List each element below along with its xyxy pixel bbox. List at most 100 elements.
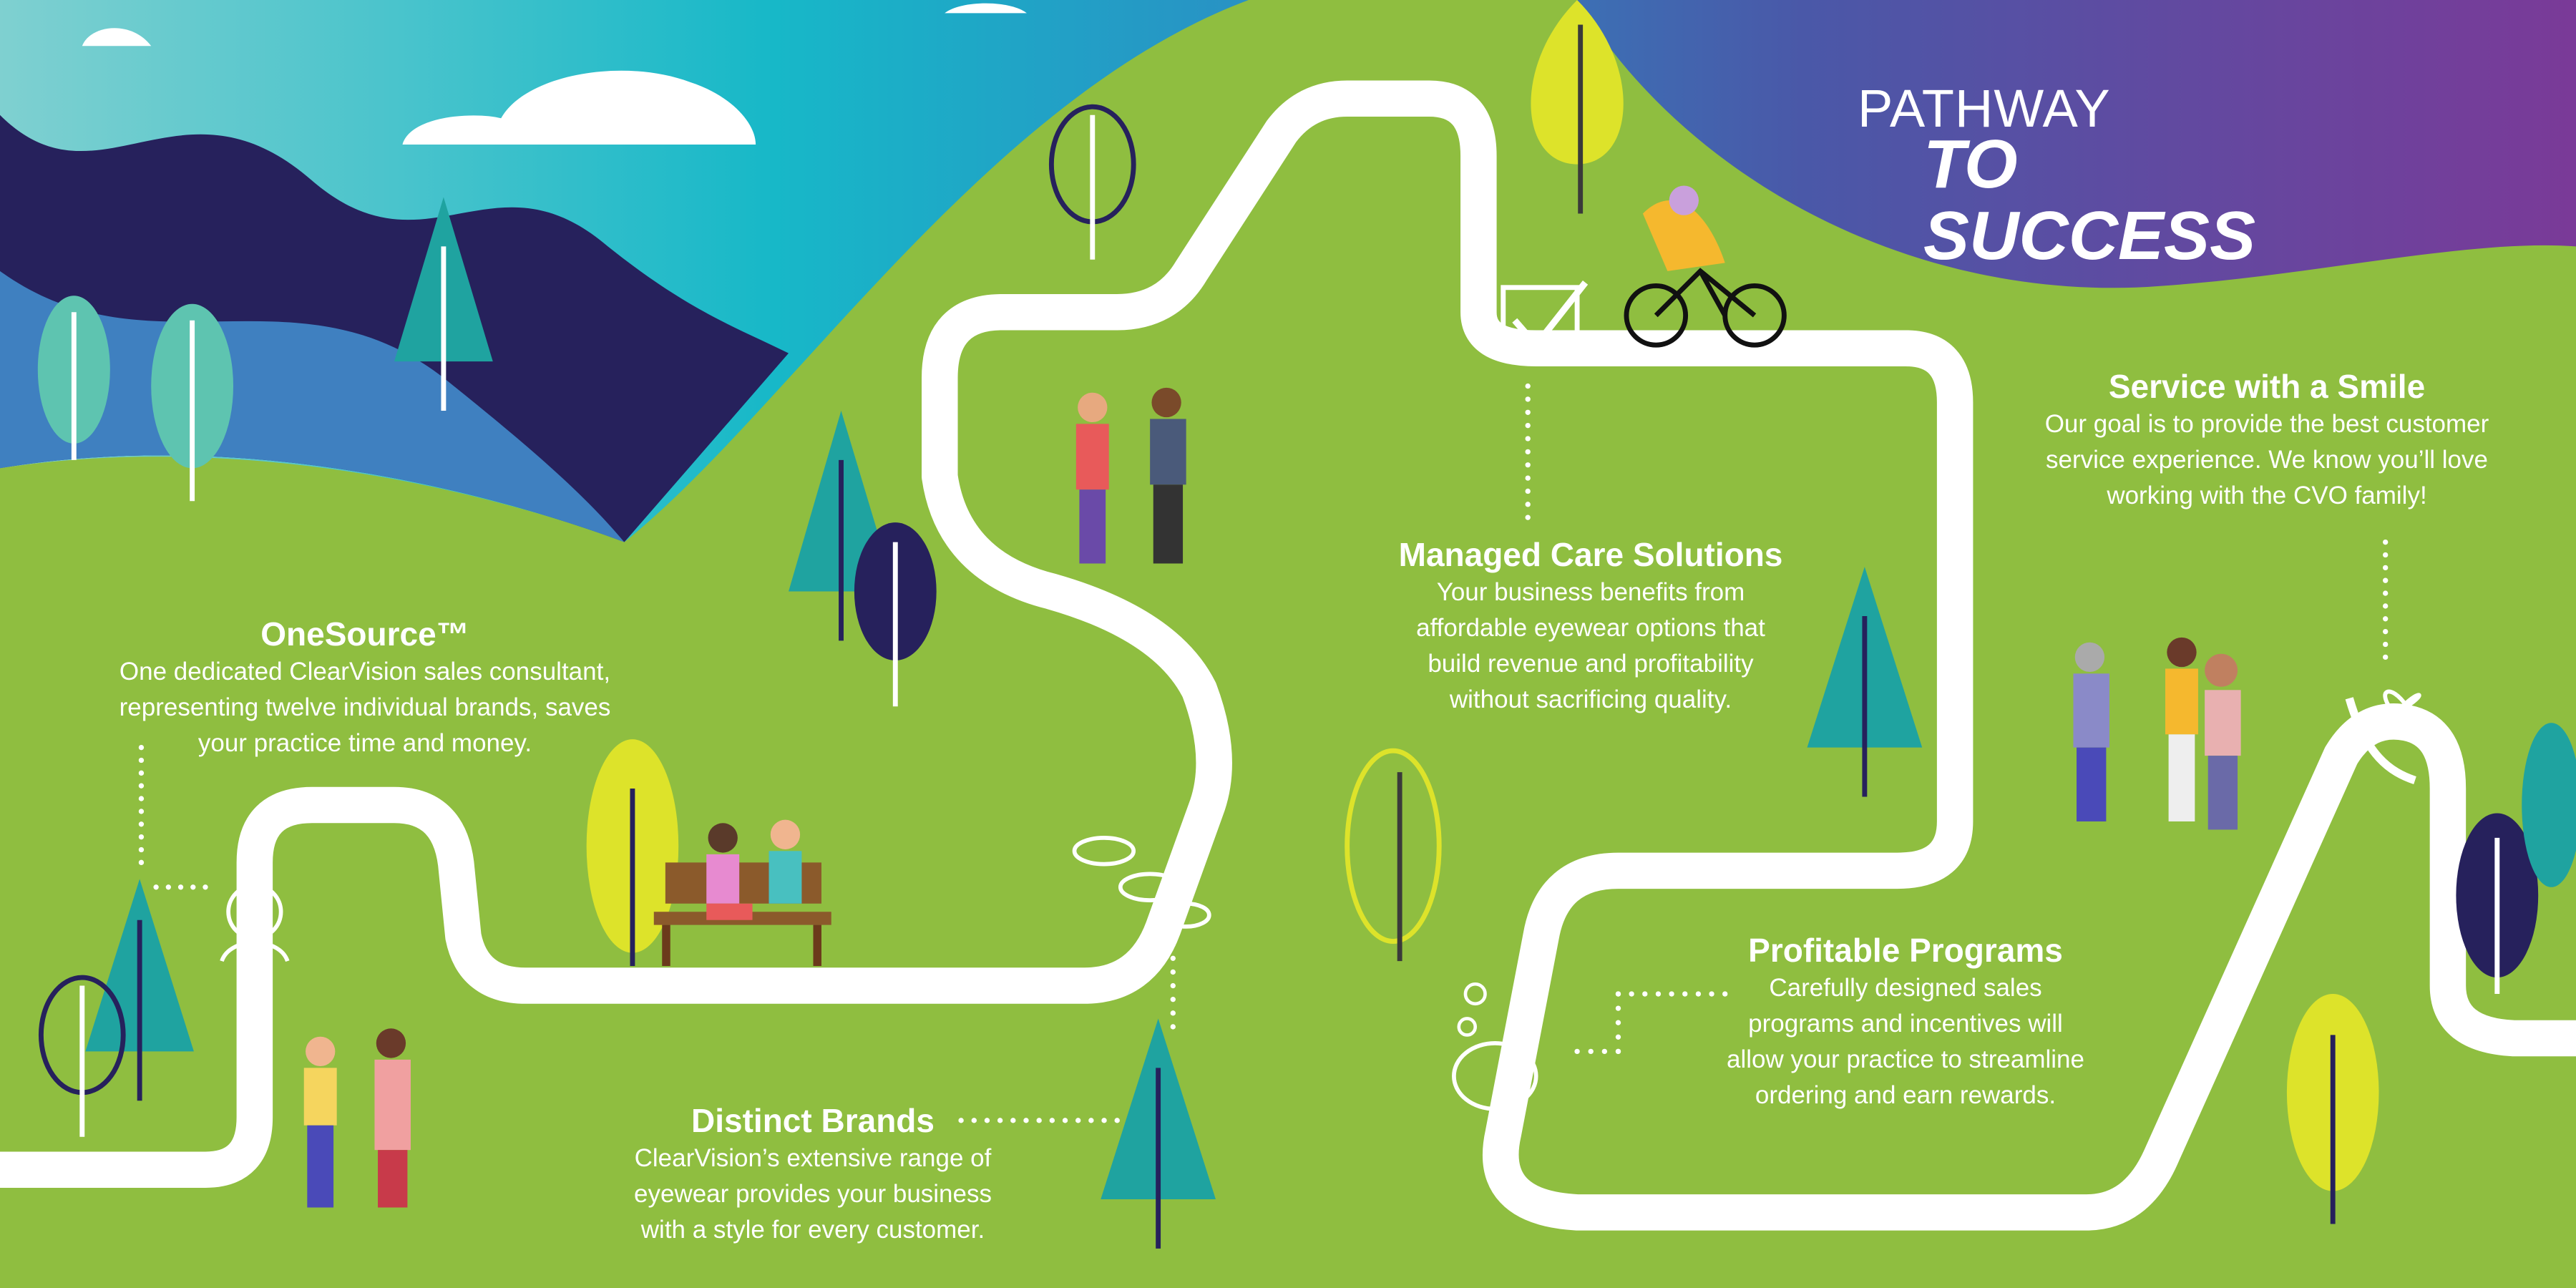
connector-dot [1615, 1005, 1621, 1011]
connector-dot [1709, 991, 1714, 997]
connector-dot [1170, 955, 1176, 961]
section-body-line: affordable eyewear options that [1416, 614, 1765, 642]
tree-icon [37, 296, 110, 460]
section-body-line: Carefully designed sales [1769, 974, 2042, 1002]
connector-dot [2383, 552, 2389, 558]
piggy-bank-icon [1452, 982, 1538, 1111]
connector-dot [138, 783, 145, 789]
connector-dot [1615, 1048, 1621, 1055]
section-body-line: Our goal is to provide the best customer [2044, 410, 2489, 438]
connector-dot [1525, 502, 1531, 507]
section-body-line: Your business benefits from [1436, 578, 1745, 606]
connector-dot [997, 1118, 1003, 1123]
section-service-smile: Service with a Smile Our goal is to prov… [2045, 366, 2489, 514]
tree-icon [1101, 1018, 1216, 1249]
tree-icon [1345, 748, 1442, 962]
connector-dot [1588, 1048, 1594, 1055]
section-onesource: OneSource™ One dedicated ClearVision sal… [119, 614, 611, 761]
connector-dot [1062, 1118, 1068, 1123]
person-figure [1075, 392, 1109, 564]
section-body-line: ordering and earn rewards. [1755, 1081, 2057, 1109]
connector-dot [1669, 991, 1674, 997]
section-body-line: One dedicated ClearVision sales consulta… [119, 658, 611, 686]
section-body-line: programs and incentives will [1748, 1010, 2063, 1038]
connector-dot [1170, 1024, 1176, 1030]
consultant-avatar-icon [220, 883, 290, 962]
connector-dot [1682, 991, 1688, 997]
connector-dot [1170, 982, 1176, 989]
connector-dot [1525, 396, 1531, 402]
connector-dot [2383, 590, 2389, 596]
connector-dot [1601, 1048, 1608, 1055]
section-heading: Managed Care Solutions [1398, 536, 1783, 573]
tree-icon [394, 197, 493, 411]
title-line-2: TO SUCCESS [1923, 126, 2256, 274]
section-body-line: eyewear provides your business [634, 1180, 992, 1208]
connector-dot [203, 884, 208, 890]
connector-dot [138, 834, 145, 840]
connector-dot [2383, 641, 2389, 648]
section-body-line: with a style for every customer. [640, 1216, 985, 1244]
connector-dot [1049, 1118, 1055, 1123]
phone-heart-icon [2345, 689, 2421, 785]
connector-dot [1101, 1118, 1107, 1123]
section-body-line: build revenue and profitability [1428, 650, 1754, 678]
connector-dot [2383, 539, 2389, 545]
connector-dot [190, 884, 196, 890]
person-figure [303, 1036, 337, 1208]
connector-dot [984, 1118, 990, 1123]
connector-dot [1525, 488, 1531, 494]
section-heading: Distinct Brands [691, 1102, 935, 1139]
connector-dot [1525, 462, 1531, 468]
section-body-line: without sacrificing quality. [1449, 686, 1732, 713]
connector-dot [1525, 383, 1531, 389]
section-managed-care: Managed Care Solutions Your business ben… [1399, 535, 1783, 718]
person-figure [706, 823, 753, 920]
section-body-line: service experience. We know you’ll love [2046, 446, 2488, 474]
connector-dot [1695, 991, 1702, 997]
connector-dot [1525, 449, 1531, 455]
section-body-line: your practice time and money. [197, 729, 532, 757]
bicycle-icon [1624, 185, 1787, 348]
section-body-line: ClearVision’s extensive range of [634, 1144, 992, 1172]
tree-icon [1048, 104, 1136, 260]
connector-dot [958, 1118, 964, 1123]
person-figure [2205, 653, 2241, 830]
connector-dot [1170, 1010, 1176, 1016]
connector-dot [138, 757, 145, 763]
title-line-1: PATHWAY [1858, 79, 2111, 138]
tree-icon [151, 303, 234, 502]
connector-dot [138, 859, 145, 866]
connector-dot [138, 744, 145, 751]
people-figures [303, 387, 2241, 1208]
connector-dot [1525, 422, 1531, 429]
connector-dot [2383, 565, 2389, 571]
connector-dot [1170, 969, 1176, 975]
connector-dot [177, 884, 184, 890]
tree-icon [586, 739, 679, 967]
tree-icon [38, 975, 126, 1137]
connector-dot [1170, 997, 1176, 1002]
person-figure [2073, 642, 2109, 821]
connector-dot [1615, 1034, 1621, 1040]
connector-dot [1722, 991, 1728, 997]
connector-dot [1615, 1020, 1621, 1025]
connector-dot [1655, 991, 1662, 997]
connector-dot [2383, 654, 2389, 660]
trees [37, 0, 2576, 1249]
connector-dot [138, 821, 145, 827]
tree-icon [2522, 723, 2576, 887]
connector-dot [971, 1118, 977, 1123]
person-figure [374, 1028, 411, 1208]
tree-icon [1531, 0, 1624, 214]
checkbox-icon [1501, 280, 1589, 359]
connector-dot [1525, 409, 1531, 415]
section-profitable-programs: Profitable Programs Carefully designed s… [1727, 930, 2084, 1113]
tree-icon [2286, 994, 2379, 1224]
connector-dot [2383, 577, 2389, 583]
connector-dot [2383, 616, 2389, 622]
connector-dot [1525, 514, 1531, 520]
connector-dot [2383, 603, 2389, 609]
connector-dot [1525, 475, 1531, 481]
